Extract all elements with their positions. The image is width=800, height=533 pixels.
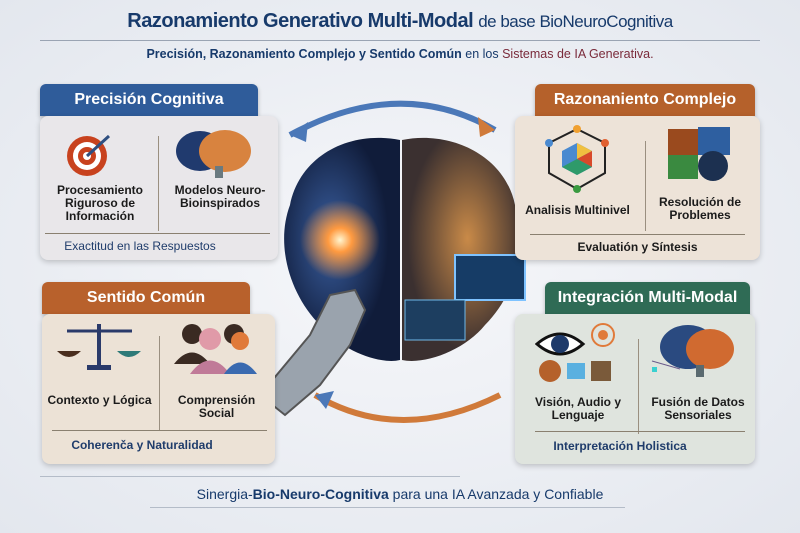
footer-tagline: Sinergia-Bio-Neuro-Cognitiva para una IA… xyxy=(0,486,800,502)
label-modelos: Modelos Neuro-Bioinspirados xyxy=(174,183,266,210)
panel-reasoning: Analisis Multinivel Resolución de Proble… xyxy=(515,116,760,260)
scales-icon xyxy=(57,324,141,370)
brain-circuit-icon xyxy=(651,325,734,377)
title-light: de base BioNeuroCognitiva xyxy=(478,12,673,31)
panel-common-sense-header: Sentido Común xyxy=(42,282,250,314)
robot-hand xyxy=(258,288,367,417)
subtitle-a: Precisión, Razonamiento Complejo y Senti… xyxy=(146,47,462,61)
arrow-top-icon xyxy=(288,100,497,138)
brain-icon xyxy=(176,130,251,178)
panel-footer: Coherenča y Naturalidad xyxy=(71,438,213,452)
separator xyxy=(159,336,160,431)
eye-audio-docs-icon xyxy=(535,323,615,382)
network-cube-icon xyxy=(545,125,609,193)
divider xyxy=(40,476,460,477)
panel-footer: Exactitud en las Respuestos xyxy=(64,239,216,253)
subtitle-c: Sistemas de IA Generativa. xyxy=(502,47,654,61)
footer-b: Bio-Neuro-Cognitiva xyxy=(252,486,389,502)
central-brain-illustration xyxy=(258,100,526,423)
divider xyxy=(52,430,267,431)
divider xyxy=(530,234,745,235)
main-title: Razonamiento Generativo Multi-Modal de b… xyxy=(0,10,800,33)
title-bold: Razonamiento Generativo Multi-Modal xyxy=(127,10,474,32)
footer-c: para una IA Avanzada y Confiable xyxy=(392,486,604,502)
panel-footer: Interpretación Holistica xyxy=(553,439,687,453)
label-fusion: Fusión de Datos Sensoriales xyxy=(651,395,745,422)
puzzle-gears-icon xyxy=(668,127,730,181)
panel-common-sense: Contexto y Lógica Comprensión Social Coh… xyxy=(42,314,275,464)
separator xyxy=(158,136,159,231)
screen-panel xyxy=(454,254,526,301)
people-icon xyxy=(174,324,257,374)
label-procesamiento: Procesamiento Riguroso de Información xyxy=(56,183,144,223)
label-contexto: Contexto y Lógica xyxy=(47,393,152,407)
label-vision: Visión, Audio y Lenguaje xyxy=(534,395,621,422)
subtitle: Precisión, Razonamiento Complejo y Senti… xyxy=(0,47,800,61)
divider xyxy=(150,507,625,508)
label-resolucion: Resolución de Problemes xyxy=(658,195,741,222)
panel-precision: Procesamiento Riguroso de Información Mo… xyxy=(40,116,278,260)
label-analisis: Analisis Multinivel xyxy=(525,203,630,217)
subtitle-b: en los xyxy=(465,47,499,61)
footer-a: Sinergia- xyxy=(196,486,253,502)
target-icon xyxy=(67,134,111,176)
divider xyxy=(45,233,270,234)
panel-multimodal-header: Integración Multi-Modal xyxy=(545,282,750,314)
arrow-bottom-icon xyxy=(313,392,502,423)
label-comprension: Comprensión Social xyxy=(177,393,256,420)
panel-reasoning-header: Razonaniento Complejo xyxy=(535,84,755,116)
divider xyxy=(40,40,760,41)
separator xyxy=(638,339,639,434)
separator xyxy=(645,141,646,231)
divider xyxy=(535,431,745,432)
panel-multimodal: Visión, Audio y Lenguaje Fusión de Datos… xyxy=(515,314,755,464)
panel-footer: Evaluatión y Síntesis xyxy=(577,240,698,254)
panel-precision-header: Precisión Cognitiva xyxy=(40,84,258,116)
